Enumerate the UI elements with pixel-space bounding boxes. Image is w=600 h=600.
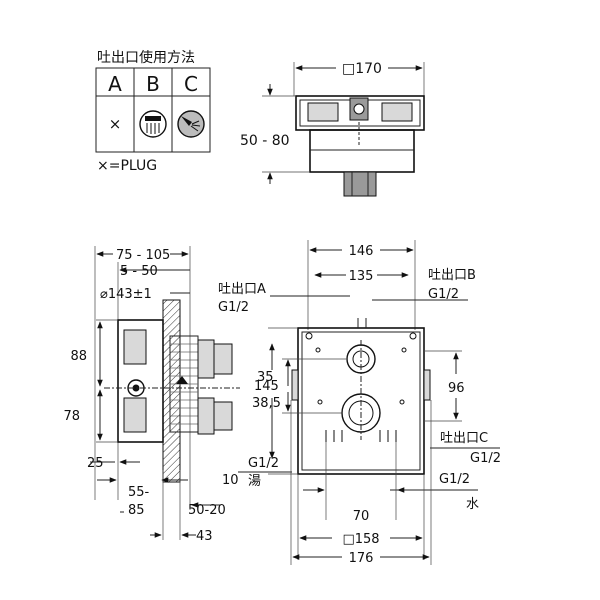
legend-title: 吐出口使用方法 [97, 49, 195, 66]
legend-header-b: B [146, 72, 160, 96]
outlet-c-label: 吐出口C [440, 431, 488, 446]
side-diameter-label: ⌀143±1 [100, 287, 152, 302]
cold-inlet-thread: G1/2 [439, 472, 470, 487]
outlet-usage-legend: 吐出口使用方法 A B C × ×=PLUG [95, 49, 211, 174]
front-height-145-label: 145 [254, 379, 279, 394]
side-top-a-label: 75 - 105 [116, 248, 170, 263]
top-view: □170 50 - 80 [240, 61, 425, 197]
front-width-146-label: 146 [349, 244, 374, 259]
top-depth-label: 50 - 80 [240, 133, 290, 149]
side-bottom-5020-label: 50-20 [188, 503, 226, 518]
side-dim-10-label: 10 [222, 473, 239, 488]
side-left-78-label: 78 [63, 409, 80, 424]
hot-inlet-callout: G1/2 湯 [238, 456, 292, 489]
front-158-label: □158 [342, 532, 379, 547]
hot-inlet-thread: G1/2 [248, 456, 279, 471]
front-385-label: 38,5 [252, 396, 281, 411]
front-width-135-label: 135 [349, 269, 374, 284]
legend-header-c: C [184, 72, 198, 96]
outlet-b-label: 吐出口B [428, 268, 476, 283]
side-bottom-43-label: 43 [196, 529, 213, 544]
side-bottom-85-label: 85 [128, 503, 145, 518]
front-view: 146 135 吐出口A G1/2 吐出口B G1/2 [218, 240, 501, 566]
side-bottom-55-label: 55- [128, 485, 150, 500]
side-left-25-label: 25 [87, 456, 104, 471]
front-96-label: 96 [448, 381, 465, 396]
side-left-88-label: 88 [70, 349, 87, 364]
shower-head-icon [139, 110, 167, 138]
outlet-c-thread: G1/2 [470, 451, 501, 466]
outlet-a-thread: G1/2 [218, 300, 249, 315]
side-view: 75 - 105 5 - 50 ⌀143±1 [63, 246, 240, 544]
front-35-label: 35 [257, 370, 274, 385]
outlet-a-label: 吐出口A [218, 282, 266, 297]
legend-note: ×=PLUG [97, 158, 157, 174]
legend-header-a: A [108, 72, 122, 96]
cold-inlet-label: 水 [466, 497, 479, 512]
side-top-b-label: 5 - 50 [120, 264, 158, 279]
front-176-label: 176 [349, 551, 374, 566]
outlet-b-thread: G1/2 [428, 287, 459, 302]
legend-plug-mark: × [109, 115, 122, 133]
top-width-label: □170 [342, 61, 382, 77]
hot-inlet-label: 湯 [248, 474, 261, 489]
front-70-label: 70 [353, 509, 370, 524]
hand-shower-icon [177, 110, 205, 138]
